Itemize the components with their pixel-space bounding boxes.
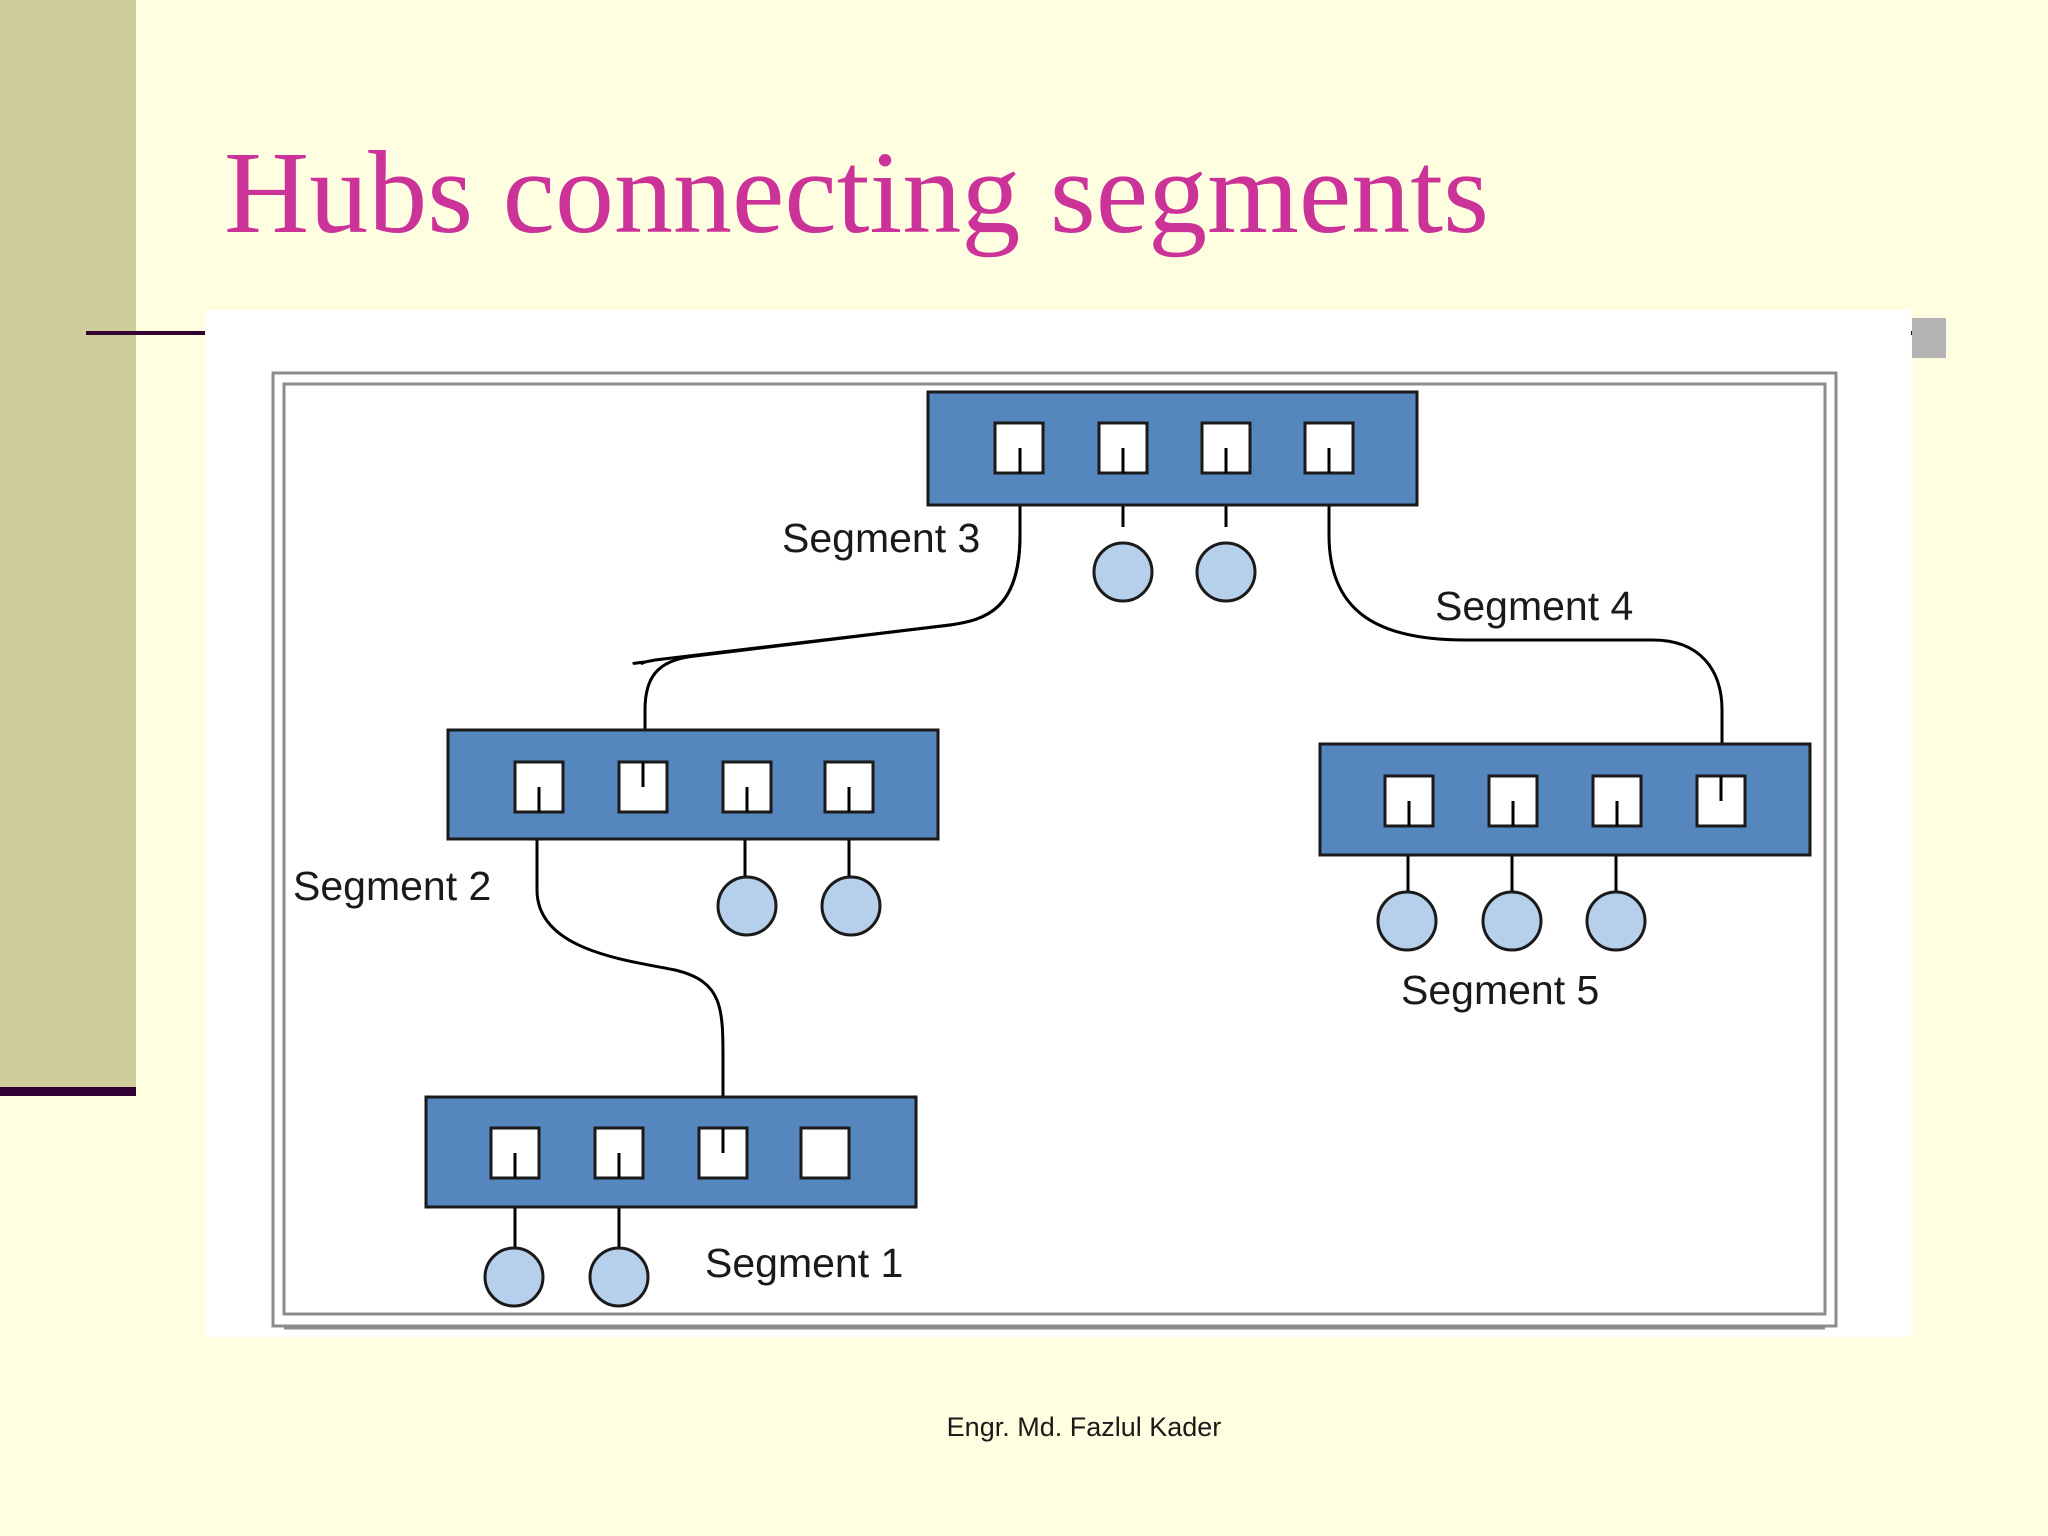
node-circle (716, 875, 778, 937)
label-segment-1: Segment 1 (705, 1240, 903, 1286)
hub-left (446, 728, 940, 841)
segment-labels: Segment 3 Segment 4 Segment 2 Segment 5 … (293, 515, 1633, 1286)
left-decor-rule (0, 1087, 136, 1096)
hub-port (799, 1126, 851, 1180)
nodes (483, 541, 1647, 1308)
left-decor-band (0, 0, 136, 1090)
node-circle (820, 875, 882, 937)
node-circle (1481, 890, 1543, 952)
cable-segment-2 (535, 780, 725, 1150)
node-circle (483, 1246, 545, 1308)
title-rule-end-block (1912, 318, 1946, 358)
hub-right (1318, 742, 1812, 857)
node-circle (1195, 541, 1257, 603)
cable-segment-4 (1327, 445, 1724, 785)
slide-title: Hubs connecting segments (224, 127, 1489, 258)
hub-bottom (424, 1095, 918, 1209)
diagram-inner-frame (282, 382, 1827, 1316)
node-circle (1585, 890, 1647, 952)
node-circle (1092, 541, 1154, 603)
label-segment-5: Segment 5 (1401, 967, 1599, 1013)
label-segment-3: Segment 3 (782, 515, 980, 561)
hub-top (926, 390, 1419, 507)
label-segment-2: Segment 2 (293, 863, 491, 909)
cable-segment-3-link (643, 534, 1022, 780)
node-circle (588, 1246, 650, 1308)
network-diagram: Segment 3 Segment 4 Segment 2 Segment 5 … (271, 371, 1838, 1330)
label-segment-4: Segment 4 (1435, 583, 1633, 629)
slide-footer: Engr. Md. Fazlul Kader (946, 1412, 1222, 1442)
diagram-outer-frame (271, 371, 1838, 1328)
node-circle (1376, 890, 1438, 952)
diagram-figure: Segment 3 Segment 4 Segment 2 Segment 5 … (205, 310, 1911, 1337)
